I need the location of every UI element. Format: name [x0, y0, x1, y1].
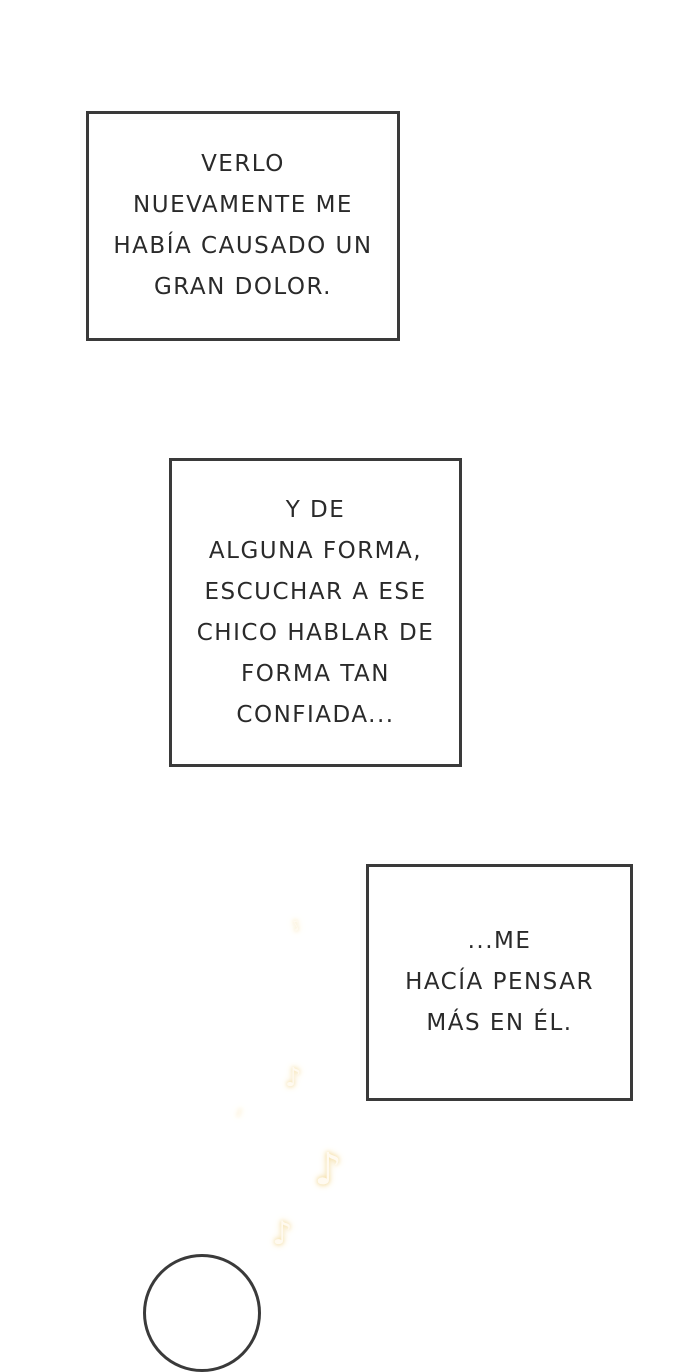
caption-line: MÁS EN ÉL. — [426, 1010, 573, 1036]
caption-line: CHICO HABLAR DE — [196, 619, 435, 646]
music-note-icon: ♪ — [314, 1144, 343, 1195]
speech-bubble-circle — [143, 1254, 261, 1372]
caption-line: NUEVAMENTE ME — [133, 192, 353, 218]
caption-line: ALGUNA FORMA, — [208, 537, 423, 564]
caption-box-3: ...ME HACÍA PENSAR MÁS EN ÉL. — [366, 864, 633, 1101]
caption-line: CONFIADA... — [236, 701, 395, 728]
music-note-icon: ♪ — [272, 1214, 293, 1252]
music-note-icon: ♪ — [285, 1063, 302, 1093]
caption-line: HACÍA PENSAR — [405, 969, 594, 995]
music-note-icon: ♪ — [236, 1108, 243, 1119]
caption-line: Y DE — [285, 496, 346, 523]
caption-line: VERLO — [201, 151, 285, 177]
music-note-icon: ♪ — [288, 916, 305, 936]
caption-line: ESCUCHAR A ESE — [204, 578, 427, 605]
caption-line: HABÍA CAUSADO UN — [113, 233, 373, 259]
caption-line: GRAN DOLOR. — [153, 274, 332, 300]
caption-line: ...ME — [467, 928, 532, 954]
caption-box-2: Y DE ALGUNA FORMA, ESCUCHAR A ESE CHICO … — [169, 458, 462, 767]
caption-box-1: VERLO NUEVAMENTE ME HABÍA CAUSADO UN GRA… — [86, 111, 400, 341]
caption-line: FORMA TAN — [241, 660, 390, 687]
